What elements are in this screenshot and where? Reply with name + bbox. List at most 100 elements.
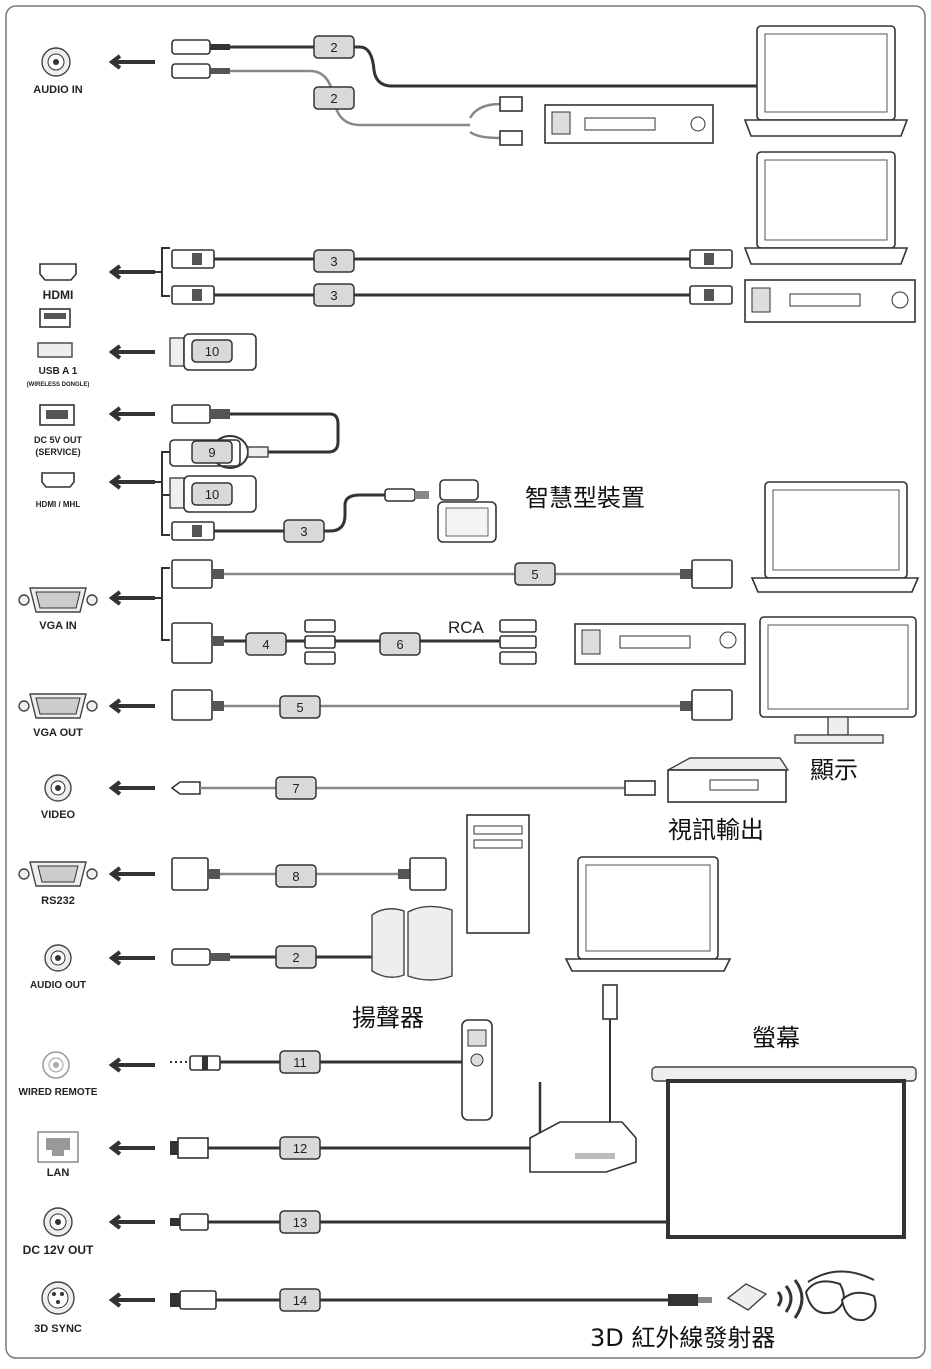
cable-badge-13: 8 xyxy=(275,864,317,888)
label-rca: RCA xyxy=(448,618,485,637)
cable-badge-18: 14 xyxy=(279,1288,321,1312)
cable-badge-0: 2 xyxy=(313,35,355,59)
cable-badge-7: 3 xyxy=(283,519,325,543)
rs232-port-icon xyxy=(18,861,98,887)
cable-number: 3 xyxy=(330,288,337,303)
vga-out-port-icon xyxy=(18,693,98,719)
laptop-icon-top xyxy=(743,25,909,137)
port-label-rs232: RS232 xyxy=(41,895,75,907)
lan-port-icon xyxy=(37,1131,79,1163)
cable-number: 7 xyxy=(292,781,299,796)
ir-emitter-icon xyxy=(726,1279,804,1319)
cable-number: 3 xyxy=(330,254,337,269)
vga-in-port-icon xyxy=(18,587,98,613)
cable-badge-8: 5 xyxy=(514,562,556,586)
cable-number: 2 xyxy=(292,950,299,965)
port-label-wired-remote: WIRED REMOTE xyxy=(19,1087,98,1098)
cable-badge-2: 3 xyxy=(313,249,355,273)
cable-badge-3: 3 xyxy=(313,283,355,307)
cable-badge-17: 13 xyxy=(279,1210,321,1234)
port-label-hdmi: HDMI xyxy=(43,288,74,302)
dc5v-port-icon xyxy=(39,404,75,426)
dvd-player-icon-top xyxy=(544,104,714,144)
3d-sync-port-icon xyxy=(41,1281,75,1315)
cable-number: 13 xyxy=(293,1215,307,1230)
port-label-lan: LAN xyxy=(47,1167,70,1179)
cable-hdmi xyxy=(171,249,733,305)
cable-badge-9: 4 xyxy=(245,632,287,656)
cable-number: 2 xyxy=(330,40,337,55)
cable-rs232 xyxy=(171,857,447,891)
cable-number: 10 xyxy=(205,344,219,359)
cable-badge-11: 5 xyxy=(279,695,321,719)
hdmi-mhl-port-icon xyxy=(41,472,75,488)
video-port-icon xyxy=(44,774,72,802)
label-monitor: 顯示 xyxy=(810,756,858,784)
cable-number: 6 xyxy=(396,637,403,652)
cable-vga-in xyxy=(171,559,733,665)
cable-wired-remote xyxy=(170,1055,470,1071)
wired-remote-port-icon xyxy=(42,1051,70,1079)
dvd-player-icon-hdmi xyxy=(744,279,916,323)
port-label-3d-sync: 3D SYNC xyxy=(34,1323,82,1335)
branch-brackets xyxy=(155,247,170,641)
speakers-icon xyxy=(371,905,453,981)
cable-number: 3 xyxy=(300,524,307,539)
router-icon xyxy=(529,1082,637,1173)
cable-badge-15: 11 xyxy=(279,1050,321,1074)
cable-number: 10 xyxy=(205,487,219,502)
label-screen: 螢幕 xyxy=(752,1024,800,1052)
port-sublabel-usb: (WIRELESS DONGLE) xyxy=(27,382,90,388)
pc-tower-icon xyxy=(466,814,530,934)
cable-badge-12: 7 xyxy=(275,776,317,800)
label-speakers: 揚聲器 xyxy=(352,1004,424,1032)
port-label-hdmi-mhl: HDMI / MHL xyxy=(36,500,81,509)
audio-in-port-icon xyxy=(41,47,71,77)
cable-number: 2 xyxy=(330,91,337,106)
dc12v-port-icon xyxy=(43,1207,73,1237)
laptop-icon-hdmi xyxy=(743,151,909,265)
cable-badge-16: 12 xyxy=(279,1136,321,1160)
label-video-output: 視訊輸出 xyxy=(668,816,764,844)
cable-badge-1: 2 xyxy=(313,86,355,110)
cable-number: 14 xyxy=(293,1293,307,1308)
cable-number: 5 xyxy=(296,700,303,715)
port-label-usb: USB A 1 xyxy=(39,366,78,377)
cable-number: 11 xyxy=(293,1055,307,1070)
laptop-icon-remote xyxy=(564,856,732,1149)
cable-badge-4: 10 xyxy=(191,339,233,363)
dvd-player-icon-vga xyxy=(574,623,746,665)
cable-badge-6: 10 xyxy=(191,482,233,506)
cable-number-badges: 2 2 3 3 10 9 10 3 5 4 6 5 7 8 2 11 12 13 14 xyxy=(191,35,556,1312)
label-ir-emitter: 3D 紅外線發射器 xyxy=(590,1324,775,1352)
port-label-audio-in: AUDIO IN xyxy=(33,84,83,96)
port-label-dc5v: DC 5V OUT xyxy=(34,435,83,445)
cable-number: 5 xyxy=(531,567,538,582)
video-player-icon xyxy=(667,757,790,803)
hdmi-port-icon xyxy=(39,263,77,281)
cable-number: 12 xyxy=(293,1141,307,1156)
cable-badge-14: 2 xyxy=(275,945,317,969)
port-label-vga-out: VGA OUT xyxy=(33,727,83,739)
3d-glasses-icon xyxy=(804,1270,877,1322)
port-arrows xyxy=(108,54,155,1308)
laptop-icon-vga xyxy=(750,481,920,593)
cable-number: 8 xyxy=(292,869,299,884)
cable-badge-10: 6 xyxy=(379,632,421,656)
cable-lan xyxy=(170,1137,532,1159)
port-label-audio-out: AUDIO OUT xyxy=(30,980,86,991)
cable-badge-5: 9 xyxy=(191,440,233,464)
port-label-dc12v: DC 12V OUT xyxy=(23,1243,94,1257)
port-label-vga-in: VGA IN xyxy=(39,620,77,632)
audio-out-port-icon xyxy=(44,944,72,972)
projection-screen-icon xyxy=(651,1066,917,1239)
cable-number: 9 xyxy=(208,445,215,460)
smart-device-icons xyxy=(437,479,497,543)
port-label-video: VIDEO xyxy=(41,809,76,821)
port-sublabel-dc5v: (SERVICE) xyxy=(35,447,80,457)
usb-port-icon xyxy=(37,308,73,358)
label-smart-device: 智慧型裝置 xyxy=(525,484,645,512)
remote-control-icon xyxy=(461,1019,493,1121)
